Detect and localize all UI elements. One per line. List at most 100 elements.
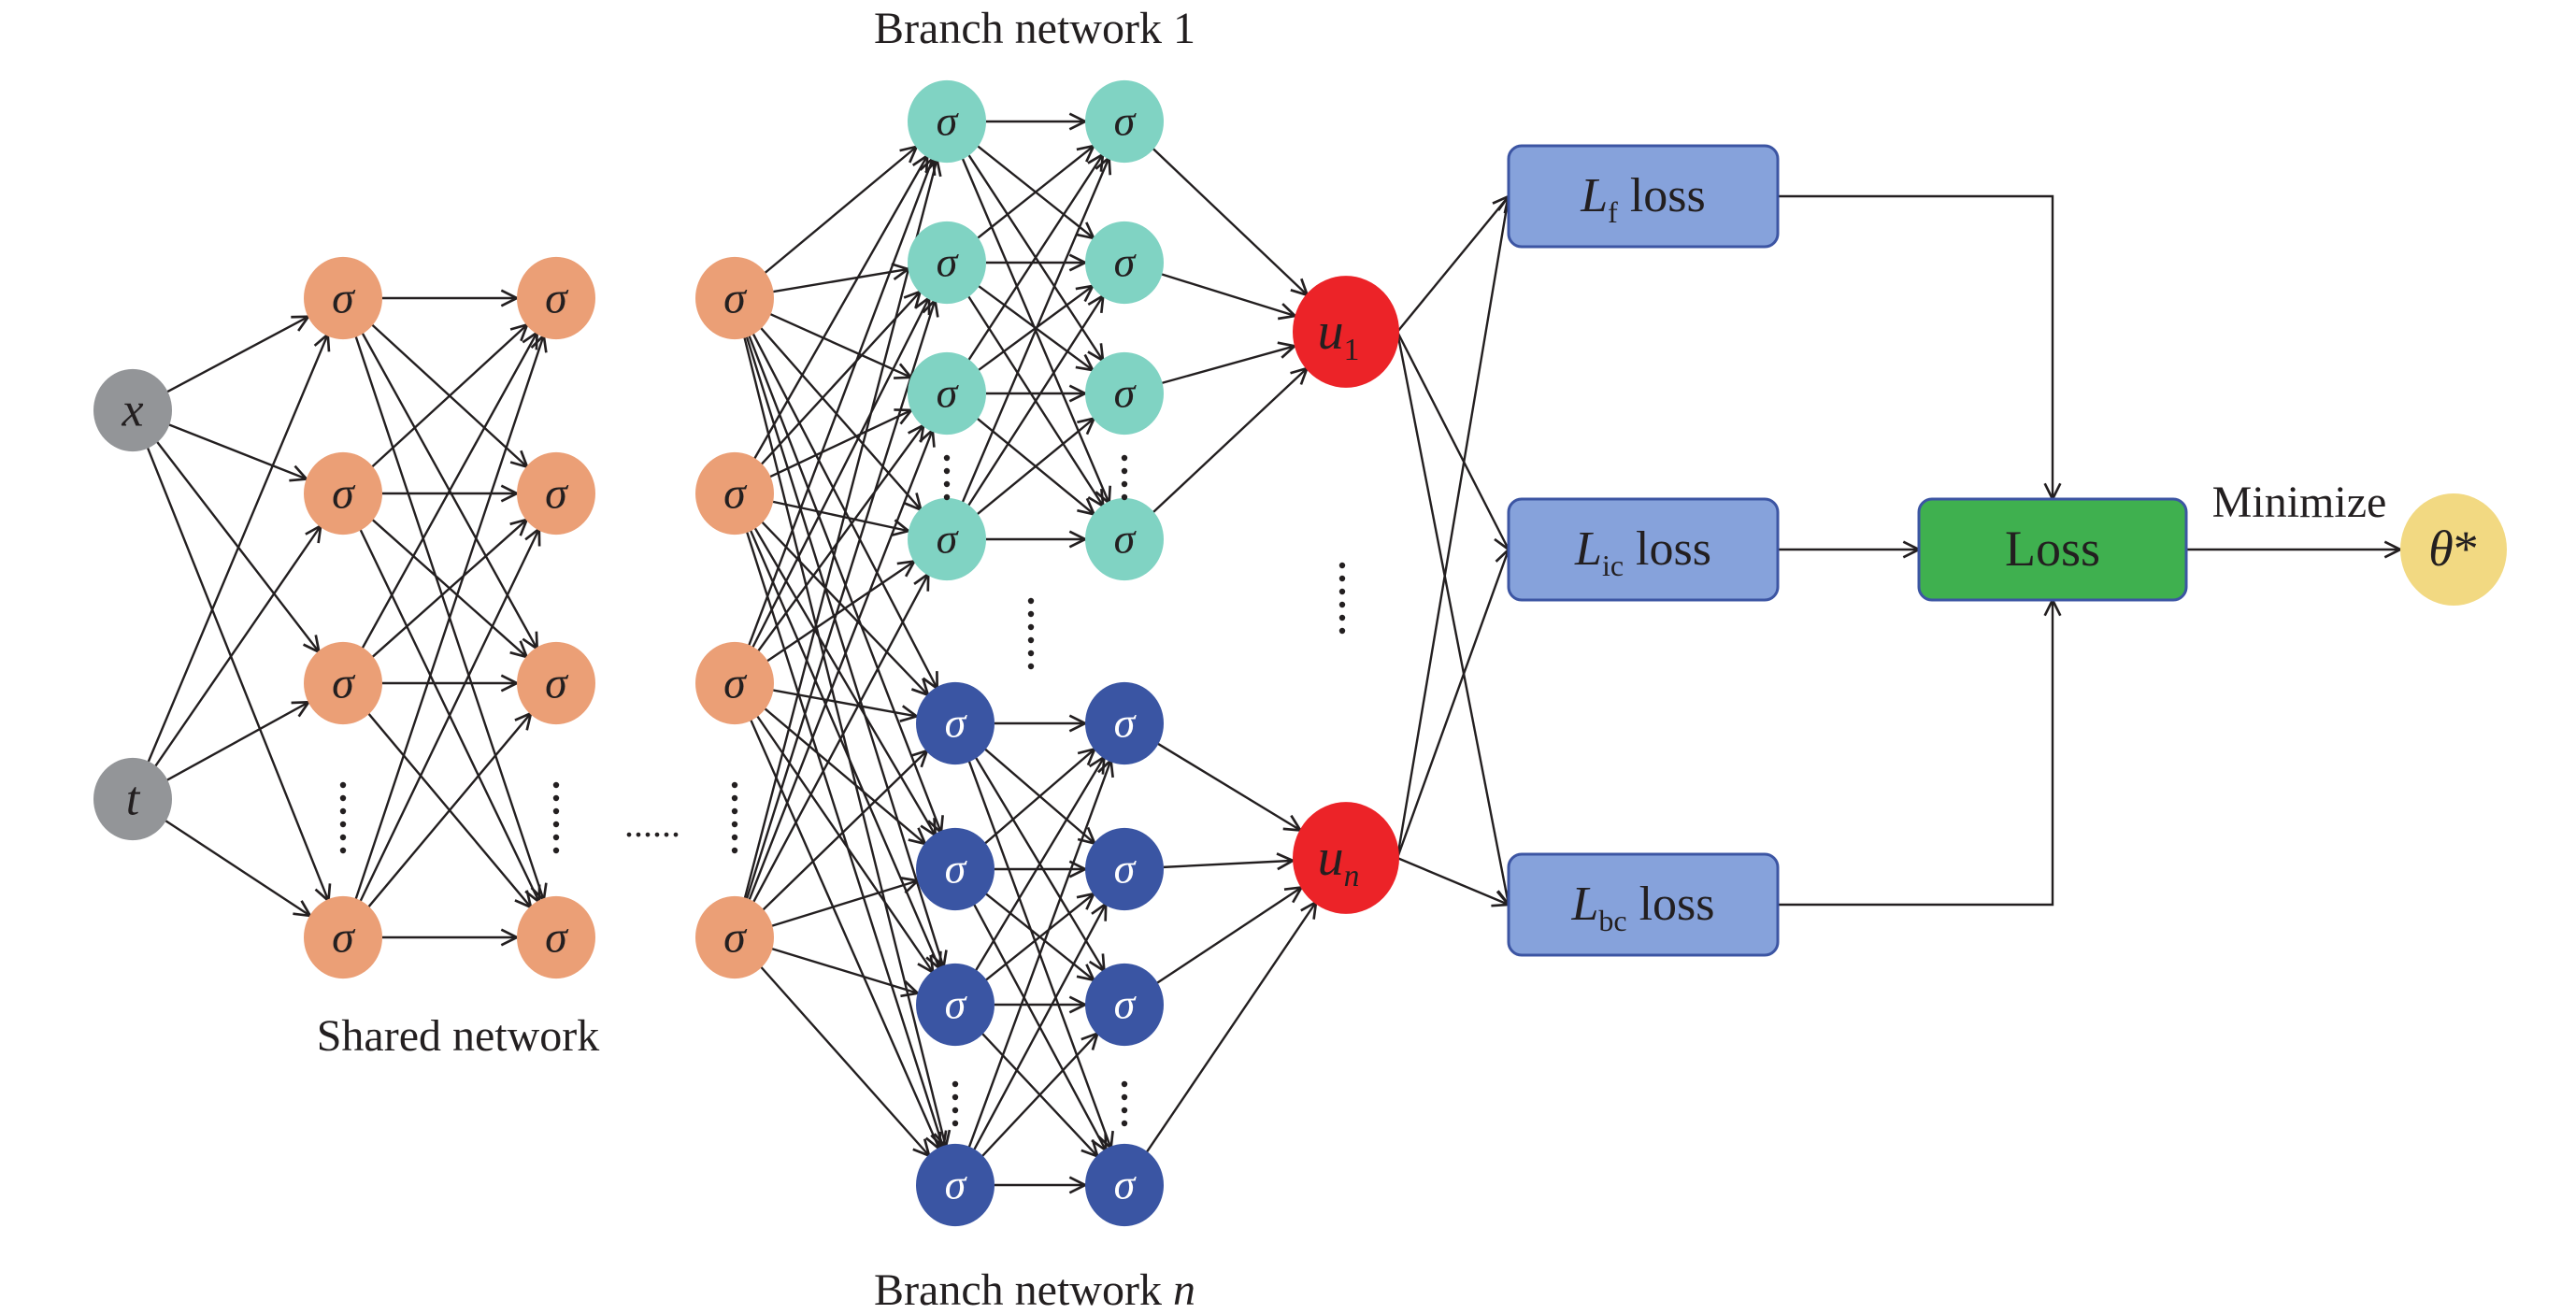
edge-branchn-internal	[984, 749, 1095, 845]
outputs-ellipsis	[1338, 562, 1346, 635]
edge-shared-branch1	[759, 326, 922, 510]
branch-network-n-label: Branch network n	[874, 1265, 1195, 1314]
edge-output-1-loss-1	[1395, 550, 1509, 859]
dot	[943, 454, 951, 462]
shared-neuron-shape	[304, 895, 382, 979]
dot	[1027, 663, 1035, 670]
edge-shared-branch1	[751, 574, 928, 904]
edge-shared-branchn	[745, 530, 943, 1148]
edge-lf-loss	[1778, 194, 2053, 499]
edge-branchn-internal	[967, 760, 1110, 1149]
branchn-neuron: σ	[916, 1143, 995, 1227]
branchn-neuron-label: σ	[945, 845, 968, 893]
input-node-t-label: t	[126, 773, 141, 826]
branchn-neuron-shape	[916, 827, 995, 911]
edge-input-0-h1-3	[146, 446, 329, 901]
edge-shared-branchn	[753, 526, 935, 836]
shared-neuron-shape	[517, 641, 595, 725]
shared-neuron-label: σ	[723, 273, 748, 322]
branchn-neuron-label: σ	[1114, 845, 1138, 893]
edge-output-0-loss-0	[1396, 196, 1509, 333]
edge-branch1-u1	[1152, 148, 1307, 295]
branch1-neuron-label: σ	[937, 238, 960, 286]
branchn-neuron-shape	[1085, 827, 1164, 911]
edge-shared-branchn	[742, 336, 946, 1147]
branch1-neuron-shape	[908, 79, 986, 164]
dot	[1338, 601, 1346, 608]
branchn-neuron-shape	[1085, 963, 1164, 1047]
dot	[339, 794, 347, 802]
shared-neuron-label: σ	[723, 468, 748, 518]
dot	[1027, 636, 1035, 644]
edge-shared-branchn	[755, 714, 933, 973]
dot	[1338, 588, 1346, 595]
edge-branchn-internal	[972, 904, 1106, 1151]
dot	[552, 794, 560, 802]
edge-input-1-h1-2	[166, 702, 308, 781]
edge-h1-h2	[354, 336, 543, 901]
dot	[339, 807, 347, 815]
branch1-neuron-label: σ	[1114, 515, 1138, 563]
input-node-t-shape	[93, 757, 172, 841]
dot	[731, 847, 738, 854]
dot	[1338, 614, 1346, 621]
branch1-neuron-label: σ	[937, 97, 960, 145]
shared-neuron-shape	[304, 256, 382, 340]
shared-neuron-shape	[517, 451, 595, 536]
branch1-neuron-shape	[908, 221, 986, 305]
edge-branch1-u1	[1162, 346, 1295, 384]
dot	[952, 1093, 959, 1101]
loss-term-box-lf: Lf loss	[1507, 144, 1780, 249]
branchn-neuron-label: σ	[1114, 980, 1138, 1028]
dot	[339, 847, 347, 854]
output-node-un-subscript: n	[1344, 859, 1360, 893]
dot	[552, 834, 560, 841]
branch1-neuron-shape	[1085, 221, 1164, 305]
optimal-parameters-label: θ*	[2428, 521, 2479, 577]
shared-neuron-label: σ	[332, 912, 356, 962]
edge-branch1-u1	[1161, 273, 1295, 316]
edge-shared-branchn	[764, 707, 925, 844]
dot	[1121, 1107, 1128, 1114]
edge-shared-branch1	[745, 300, 936, 901]
branch1-neuron: σ	[1085, 221, 1164, 305]
branchn-neuron-shape	[916, 963, 995, 1047]
dot	[731, 834, 738, 841]
edge-shared-branch1	[766, 562, 914, 663]
total-loss-label: Loss	[2005, 521, 2100, 577]
edge-branchn-un	[1156, 887, 1301, 984]
shared-neuron-shape	[695, 256, 774, 340]
edges-layer	[146, 121, 2400, 1185]
dot	[1027, 597, 1035, 605]
edge-branchn-internal	[985, 893, 1094, 981]
dot	[552, 821, 560, 828]
dot	[339, 821, 347, 828]
edge-branch1-internal	[961, 158, 1109, 504]
shared-neuron-label: σ	[723, 658, 748, 707]
total-loss-box: Loss	[1917, 497, 2188, 602]
shared-layer-ellipsis	[731, 781, 738, 854]
loss-term-label-lic: Lic loss	[1574, 522, 1711, 582]
dot	[1121, 480, 1128, 488]
dot	[552, 807, 560, 815]
branchn-neuron-label: σ	[945, 1161, 968, 1208]
branch1-neuron: σ	[908, 351, 986, 436]
branchn-neuron-label: σ	[945, 980, 968, 1028]
edge-shared-branch1	[748, 430, 932, 902]
output-node-u1-shape	[1293, 276, 1399, 388]
branch1-neuron-shape	[1085, 79, 1164, 164]
edge-branch1-u1	[1152, 368, 1308, 514]
edge-h1-h2	[371, 324, 527, 468]
optimal-parameters-shape	[2400, 493, 2507, 606]
edge-output-1-loss-2	[1396, 856, 1509, 905]
shared-neuron-shape	[517, 256, 595, 340]
edge-input-1-h1-3	[165, 820, 310, 916]
edge-shared-branchn	[771, 948, 918, 993]
branchn-neuron: σ	[916, 681, 995, 765]
branchn-layer-ellipsis	[952, 1080, 959, 1127]
dot	[1027, 623, 1035, 631]
edge-shared-branch1	[773, 269, 908, 293]
dot	[943, 480, 951, 488]
shared-layer-ellipsis	[339, 781, 347, 854]
branch1-neuron: σ	[908, 221, 986, 305]
